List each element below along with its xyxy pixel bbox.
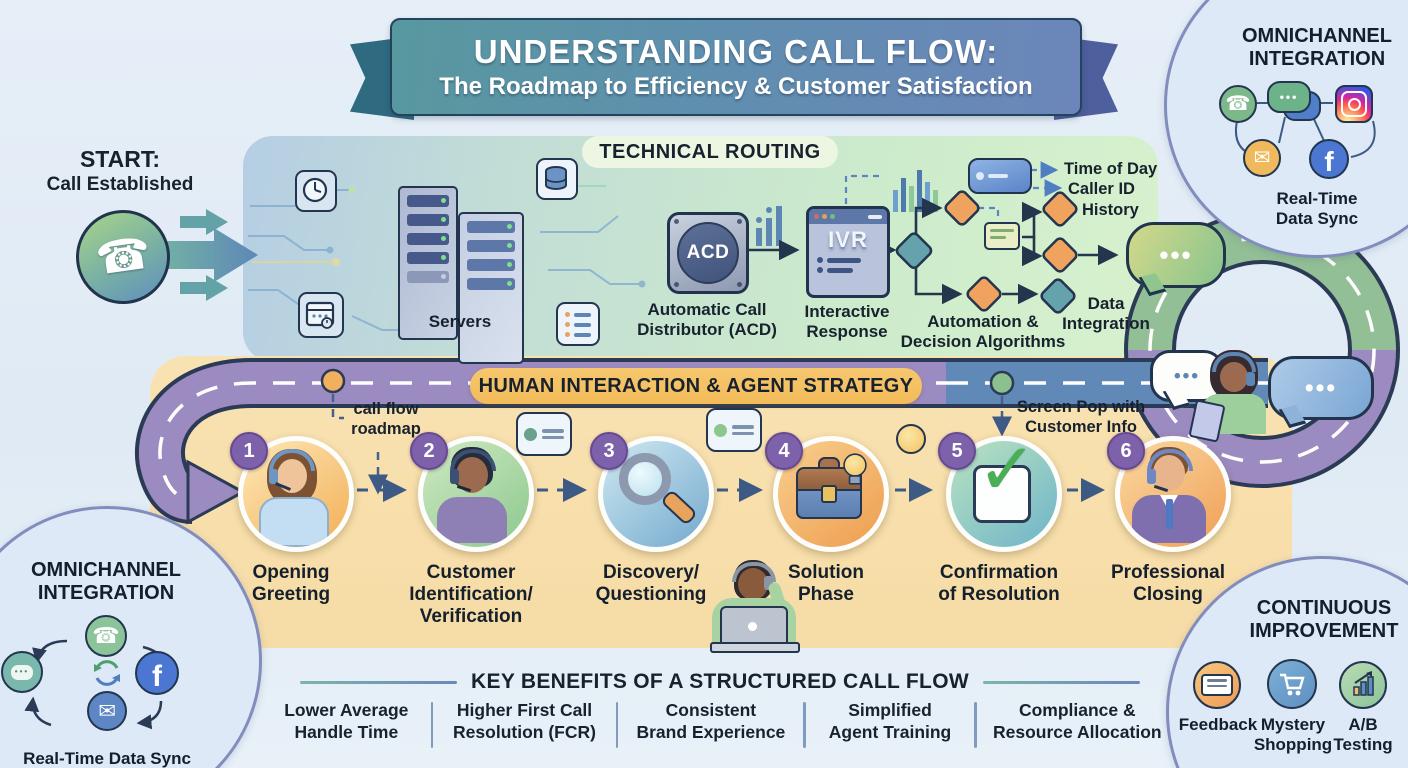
page-subtitle: The Roadmap to Efficiency & Customer Sat… bbox=[439, 73, 1033, 100]
omnichannel-bottom-subtitle: Real-Time Data Sync bbox=[23, 749, 191, 768]
continuous-improvement-title: CONTINUOUS IMPROVEMENT bbox=[1249, 597, 1399, 642]
step-3-number: 3 bbox=[590, 432, 628, 470]
acd-short-label: ACD bbox=[677, 222, 739, 284]
routing-factor-time-of-day: Time of Day bbox=[1064, 160, 1158, 178]
step-1-label: Opening Greeting bbox=[251, 562, 331, 606]
step-6-number: 6 bbox=[1107, 432, 1145, 470]
roadmap-note: call flow roadmap bbox=[351, 400, 421, 438]
phone-channel-icon: ☎ bbox=[85, 615, 127, 657]
lightbulb-icon-small bbox=[843, 453, 867, 485]
divider bbox=[982, 680, 1140, 684]
chat-channel-icon: ••• bbox=[1267, 81, 1321, 123]
acd-box: ACD bbox=[667, 212, 749, 294]
divider bbox=[300, 680, 458, 684]
step-4: 4 Solution Phase bbox=[765, 432, 889, 605]
ab-testing-chart-icon bbox=[1339, 661, 1387, 709]
phone-channel-icon: ☎ bbox=[1219, 85, 1257, 123]
ivr-short-label: IVR bbox=[828, 227, 868, 252]
omnichannel-top-title: OMNICHANNEL INTEGRATION bbox=[1242, 25, 1392, 70]
benefit-item: Simplified Agent Training bbox=[828, 700, 952, 742]
benefit-item: Consistent Brand Experience bbox=[636, 700, 786, 742]
ci-item-feedback: Feedback bbox=[1178, 715, 1258, 734]
chat-bubble-green-icon: ••• bbox=[1126, 222, 1226, 297]
ci-item-mystery-shopping: Mystery Shopping bbox=[1253, 715, 1333, 755]
phone-icon: ☎ bbox=[76, 210, 170, 304]
routing-card-icon bbox=[984, 222, 1020, 250]
step-3-label: Discovery/ Questioning bbox=[595, 562, 707, 606]
step-6: 6 Professional Closing bbox=[1107, 432, 1231, 605]
key-benefits-title: KEY BENEFITS OF A STRUCTURED CALL FLOW bbox=[471, 670, 969, 693]
agent-on-call-illustration bbox=[698, 560, 810, 653]
omnichannel-top-subtitle: Real-Time Data Sync bbox=[1275, 189, 1359, 229]
server-tower-1 bbox=[398, 186, 458, 340]
acd-label: Automatic Call Distributor (ACD) bbox=[637, 300, 777, 340]
instagram-icon bbox=[1335, 85, 1373, 123]
key-benefits-header-row: KEY BENEFITS OF A STRUCTURED CALL FLOW bbox=[300, 670, 1140, 694]
divider bbox=[430, 702, 433, 748]
ivr-window: IVR bbox=[806, 206, 890, 298]
benefit-item: Higher First Call Resolution (FCR) bbox=[453, 700, 596, 742]
email-icon: ✉ bbox=[1243, 139, 1281, 177]
step-1-number: 1 bbox=[230, 432, 268, 470]
step-4-number: 4 bbox=[765, 432, 803, 470]
checkmark-icon: ✓ bbox=[946, 436, 1062, 552]
step-5-label: Confirmation of Resolution bbox=[938, 562, 1060, 606]
agent-avatar-right bbox=[1188, 350, 1278, 443]
data-integration-label: Data Integration bbox=[1062, 294, 1150, 334]
clock-icon bbox=[295, 170, 337, 212]
email-icon: ✉ bbox=[87, 691, 127, 731]
ci-item-ab-testing: A/B Testing bbox=[1333, 715, 1393, 755]
step-5: 5 ✓ Confirmation of Resolution bbox=[938, 432, 1062, 605]
step-3: 3 Discovery/ Questioning bbox=[590, 432, 714, 605]
step-2-number: 2 bbox=[410, 432, 448, 470]
step-2: 2 Customer Identification/ Verification bbox=[409, 432, 534, 627]
routing-factor-history: History bbox=[1082, 201, 1139, 219]
omnichannel-bottom-title: OMNICHANNEL INTEGRATION bbox=[31, 559, 181, 604]
step-5-number: 5 bbox=[938, 432, 976, 470]
divider bbox=[803, 702, 806, 748]
technical-routing-header: TECHNICAL ROUTING bbox=[582, 136, 838, 168]
feedback-icon bbox=[1193, 661, 1241, 709]
servers-label: Servers bbox=[428, 312, 492, 331]
ivr-label: Interactive Response bbox=[804, 302, 890, 342]
benefit-item: Compliance & Resource Allocation bbox=[993, 700, 1162, 742]
title-banner: UNDERSTANDING CALL FLOW: The Roadmap to … bbox=[390, 18, 1082, 116]
chat-bubble-blue-icon: ••• bbox=[1268, 356, 1374, 429]
human-interaction-header: HUMAN INTERACTION & AGENT STRATEGY bbox=[470, 368, 922, 404]
database-icon bbox=[536, 158, 578, 200]
server-tower-2 bbox=[458, 212, 524, 364]
calendar-icon bbox=[298, 292, 344, 338]
step-2-label: Customer Identification/ Verification bbox=[409, 562, 533, 628]
automation-label: Automation & Decision Algorithms bbox=[900, 312, 1066, 352]
step-6-label: Professional Closing bbox=[1110, 562, 1226, 606]
divider bbox=[616, 702, 619, 748]
step-1: 1 Opening Greeting bbox=[230, 432, 354, 605]
mystery-shopping-cart-icon bbox=[1267, 659, 1317, 709]
sync-icon bbox=[94, 660, 120, 686]
start-title: START: bbox=[79, 146, 161, 172]
chat-channel-icon: ••• bbox=[1, 651, 43, 693]
facebook-icon: f bbox=[1309, 139, 1349, 179]
routing-factor-caller-id: Caller ID bbox=[1068, 180, 1135, 198]
step-4-label: Solution Phase bbox=[788, 562, 864, 606]
customer-note-bubble-icon-2 bbox=[706, 408, 762, 452]
page-title: UNDERSTANDING CALL FLOW: bbox=[473, 33, 999, 70]
start-subtitle: Call Established bbox=[46, 174, 194, 195]
divider bbox=[974, 702, 977, 748]
benefit-item: Lower Average Handle Time bbox=[284, 700, 409, 742]
caller-info-bubble-icon bbox=[968, 158, 1032, 194]
checklist-icon bbox=[556, 302, 600, 346]
facebook-icon: f bbox=[135, 651, 179, 695]
key-benefits-list: Lower Average Handle Time Higher First C… bbox=[278, 700, 1162, 748]
